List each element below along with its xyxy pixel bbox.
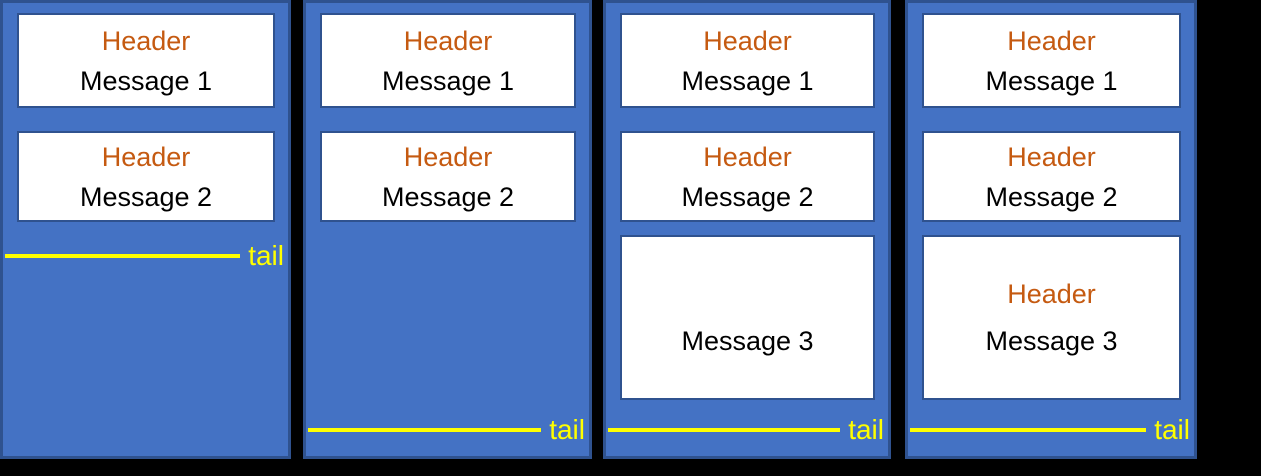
tail-pointer: tail (5, 239, 284, 273)
message-text: Message 2 (681, 181, 814, 212)
message-text: Message 2 (381, 181, 515, 212)
message-text: Message 3 (681, 325, 814, 356)
message-box-1: Header Message 1 (320, 13, 576, 108)
tail-pointer-line (308, 428, 542, 432)
message-box-1: Header Message 1 (17, 13, 275, 108)
message-text: Message 2 (985, 181, 1118, 212)
tail-pointer-label: tail (848, 414, 884, 445)
message-text: Message 1 (79, 65, 213, 96)
message-header: Header (101, 141, 191, 172)
message-text: Message 1 (381, 65, 515, 96)
message-text: Message 3 (985, 325, 1118, 356)
tail-pointer: tail (910, 413, 1190, 447)
tail-pointer: tail (608, 413, 884, 447)
message-header: Header (703, 25, 792, 56)
message-header: Header (1007, 25, 1096, 56)
message-box-2: Header Message 2 (320, 131, 576, 222)
tail-pointer-line (5, 254, 241, 258)
message-box-1: Header Message 1 (620, 13, 875, 108)
message-box-2: Header Message 2 (922, 131, 1181, 222)
message-header: Header (101, 25, 191, 56)
message-box-1: Header Message 1 (922, 13, 1181, 108)
buffer-panel-1: Header Message 1 Header Message 2 tail (0, 0, 291, 459)
message-box-2: Header Message 2 (620, 131, 875, 222)
message-box-2: Header Message 2 (17, 131, 275, 222)
tail-pointer: tail (308, 413, 585, 447)
tail-pointer-label: tail (248, 240, 284, 271)
tail-pointer-label: tail (549, 414, 585, 445)
tail-pointer-label: tail (1154, 414, 1190, 445)
message-header: Header (403, 141, 493, 172)
message-header: Header (703, 141, 792, 172)
message-text: Message 1 (681, 65, 814, 96)
message-header: Header (1007, 141, 1096, 172)
buffer-panel-4: Header Message 1 Header Message 2 Header… (905, 0, 1197, 459)
tail-pointer-line (608, 428, 841, 432)
message-header: Header (1007, 278, 1096, 309)
message-text: Message 2 (79, 181, 213, 212)
message-box-3: Header Message 3 (922, 235, 1181, 400)
buffer-panel-3: Header Message 1 Header Message 2 Messag… (603, 0, 891, 459)
message-box-3: Message 3 (620, 235, 875, 400)
buffer-panel-2: Header Message 1 Header Message 2 tail (303, 0, 592, 459)
message-header: Header (403, 25, 493, 56)
tail-pointer-line (910, 428, 1147, 432)
message-text: Message 1 (985, 65, 1118, 96)
